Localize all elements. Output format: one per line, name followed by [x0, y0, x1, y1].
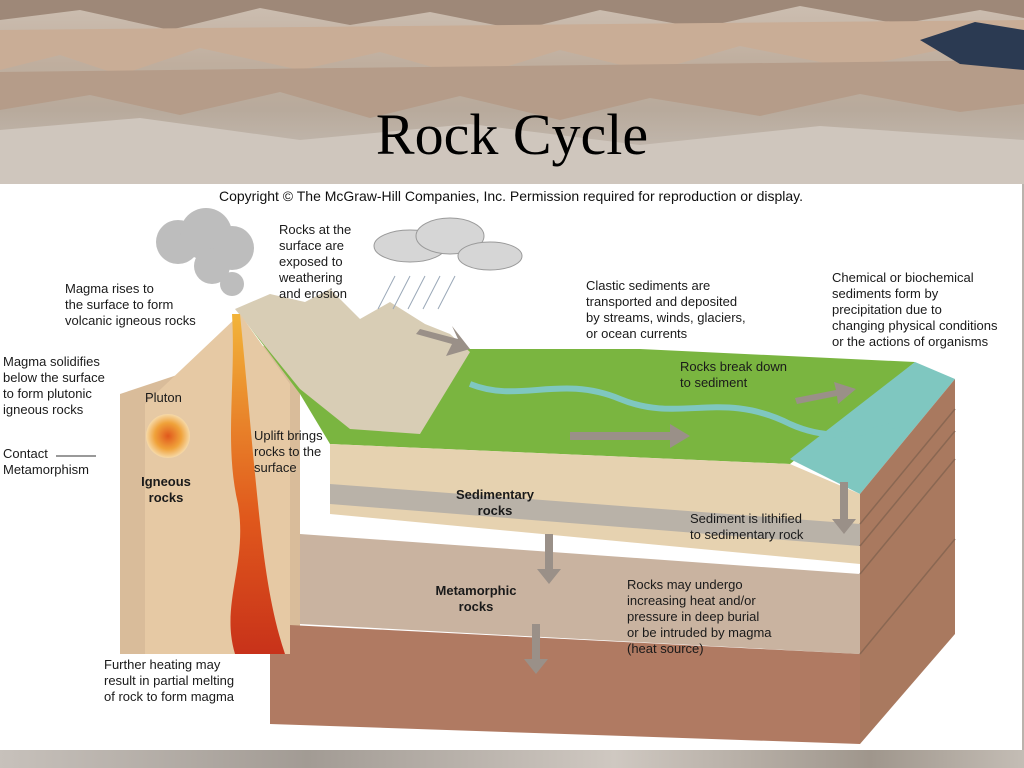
- label-magma-rises: Magma rises to the surface to form volca…: [65, 281, 196, 328]
- mountains: [235, 289, 470, 434]
- label-clastic-sediments: Clastic sediments are transported and de…: [586, 278, 746, 341]
- label-sediment-lithified: Sediment is lithified to sedimentary roc…: [690, 511, 804, 542]
- block-side-face: [860, 379, 955, 744]
- arrow-burial: [537, 534, 561, 584]
- label-metamorphic-rocks: Metamorphic rocks: [435, 583, 517, 614]
- arrow-to-ocean: [795, 382, 856, 404]
- pluton-body: [146, 414, 190, 458]
- rock-cycle-diagram: [56, 208, 956, 744]
- label-further-heating: Further heating may result in partial me…: [104, 657, 235, 704]
- canyon-background-banner: Rock Cycle: [0, 0, 1024, 184]
- label-rocks-undergo: Rocks may undergo increasing heat and/or…: [627, 577, 772, 656]
- process-arrows: [416, 326, 856, 674]
- label-contact-metamorphism: Contact Metamorphism: [3, 446, 89, 477]
- metamorphic-layer: [300, 534, 860, 654]
- label-magma-solidifies: Magma solidifies below the surface to fo…: [3, 354, 105, 417]
- label-sedimentary-rocks: Sedimentary rocks: [455, 487, 535, 518]
- sedimentary-band: [330, 484, 860, 546]
- arrow-erosion: [416, 326, 470, 356]
- side-strata-lines: [859, 408, 956, 655]
- rock-cycle-figure: Copyright © The McGraw-Hill Companies, I…: [0, 184, 1022, 750]
- footer-strip: [0, 750, 1024, 768]
- deep-rock-layer: [270, 624, 860, 744]
- canyon-illustration: [0, 0, 1024, 184]
- label-igneous-rocks: Igneous rocks: [141, 474, 191, 505]
- slide-title: Rock Cycle: [375, 102, 649, 167]
- eruption-plume: [156, 208, 254, 296]
- river: [468, 381, 901, 438]
- rain: [377, 275, 456, 310]
- arrow-transport: [570, 424, 690, 448]
- magma-conduit: [230, 314, 285, 654]
- arrow-deep-burial: [524, 624, 548, 674]
- copyright-notice: Copyright © The McGraw-Hill Companies, I…: [218, 188, 804, 204]
- rain-cloud: [373, 217, 523, 271]
- label-rocks-break-down: Rocks break down to sediment: [680, 359, 787, 390]
- label-pluton: Pluton: [145, 390, 182, 405]
- label-chemical-sediments: Chemical or biochemical sediments form b…: [832, 270, 998, 349]
- label-rocks-at-surface: Rocks at the surface are exposed to weat…: [279, 222, 352, 301]
- arrow-lithify: [832, 482, 856, 534]
- label-uplift: Uplift brings rocks to the surface: [254, 428, 323, 475]
